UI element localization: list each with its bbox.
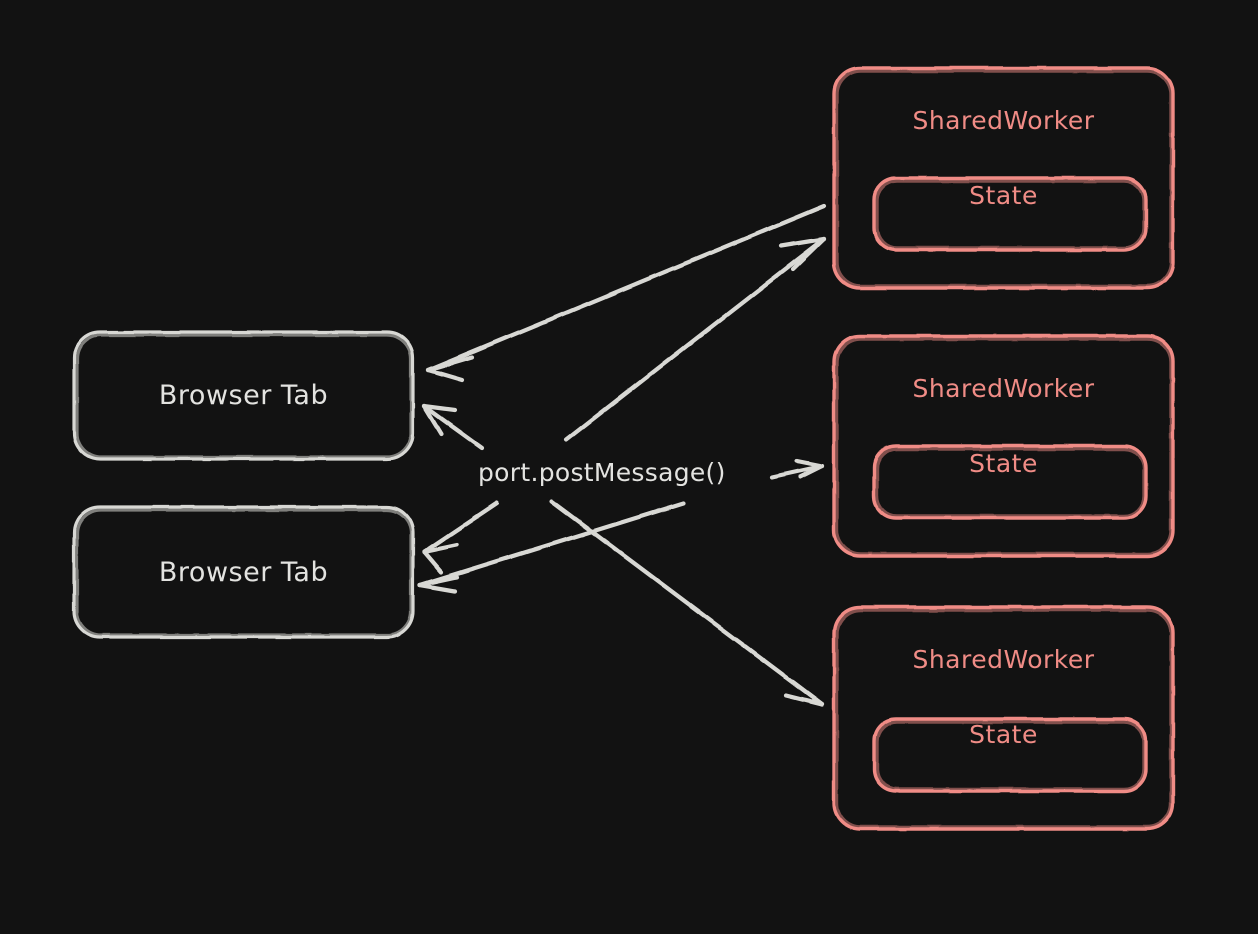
shape-browser-tab-2 [72,505,415,639]
node-shared-worker-2[interactable]: SharedWorker State [834,336,1173,556]
node-browser-tab-2[interactable]: Browser Tab [74,507,413,637]
browser-tab-2-label: Browser Tab [158,556,329,588]
shape-shared-worker-2 [832,334,1175,558]
edge-label-to-worker1 [563,236,827,443]
shape-shared-worker-1 [832,66,1175,290]
node-shared-worker-1[interactable]: SharedWorker State [834,68,1173,288]
shape-shared-worker-3 [832,605,1175,831]
shape-browser-tab-1 [72,330,415,461]
edge-label-to-worker2 [769,458,825,480]
node-shared-worker-3[interactable]: SharedWorker State [834,607,1173,829]
edge-label-to-tab2 [421,500,500,575]
edge-label-to-worker3 [548,498,825,707]
node-browser-tab-1[interactable]: Browser Tab [74,332,413,459]
edge-worker3-to-tab2 [417,500,687,594]
edge-label-to-tab1 [421,403,485,451]
shared-worker-3-state-label: State [969,720,1038,749]
shared-worker-1-state-label: State [969,181,1038,210]
edge-label-post-message: port.postMessage() [478,458,726,487]
shared-worker-2-state-label: State [969,449,1038,478]
edge-worker1-to-tab1 [425,203,827,383]
shared-worker-2-label: SharedWorker [912,374,1095,403]
browser-tab-1-label: Browser Tab [158,380,329,411]
shared-worker-3-label: SharedWorker [912,645,1095,674]
shared-worker-1-label: SharedWorker [912,106,1095,135]
